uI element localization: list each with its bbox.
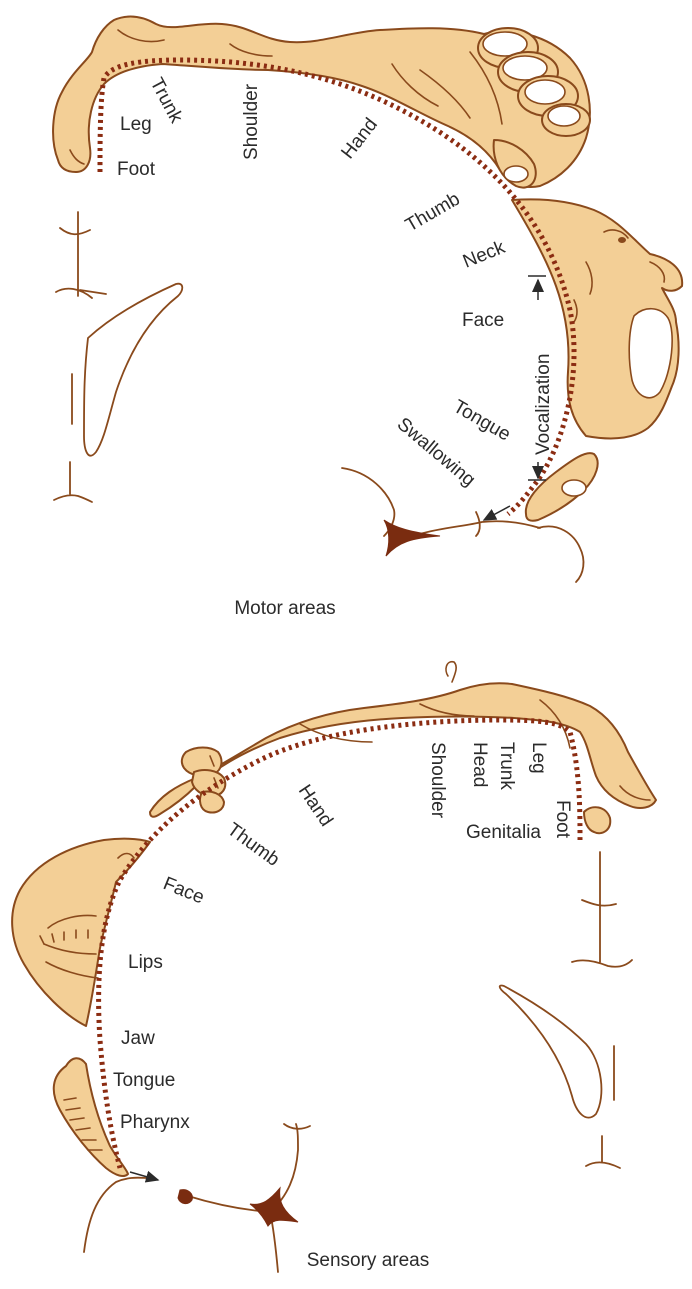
sensory-body-figure [150, 662, 656, 833]
sensory-label-thumb: Thumb [223, 819, 283, 871]
sensory-label-pharynx: Pharynx [120, 1112, 190, 1133]
motor-tongue-figure [526, 453, 598, 521]
motor-label-shoulder: Shoulder [241, 83, 262, 160]
motor-section: Trunk Leg Foot Shoulder Hand Thumb Neck … [53, 17, 682, 619]
sensory-label-trunk: Trunk [496, 742, 517, 790]
motor-label-foot: Foot [117, 159, 156, 180]
motor-label-vocalization: Vocalization [533, 354, 554, 455]
motor-brain-outline [54, 212, 583, 582]
sensory-label-jaw: Jaw [121, 1028, 155, 1049]
motor-label-tongue: Tongue [450, 396, 514, 445]
sensory-label-face: Face [160, 873, 207, 908]
sensory-label-head: Head [469, 742, 490, 787]
motor-label-leg: Leg [120, 114, 152, 135]
motor-label-swallowing: Swallowing [393, 414, 479, 491]
sensory-label-hand: Hand [294, 781, 337, 830]
sensory-label-leg: Leg [528, 742, 549, 774]
sensory-caption: Sensory areas [307, 1250, 430, 1271]
sensory-label-lips: Lips [128, 952, 163, 973]
sensory-section: Leg Trunk Head Shoulder Foot Genitalia H… [12, 662, 656, 1272]
motor-label-trunk: Trunk [146, 74, 187, 127]
motor-label-thumb: Thumb [402, 189, 464, 237]
sensory-label-tongue: Tongue [113, 1070, 175, 1091]
motor-label-face: Face [462, 310, 504, 331]
sensory-label-shoulder: Shoulder [427, 742, 448, 819]
sensory-label-foot: Foot [552, 800, 573, 839]
sensory-label-genitalia: Genitalia [466, 822, 541, 843]
sensory-brain-outline [84, 852, 632, 1272]
motor-caption: Motor areas [234, 598, 335, 619]
sensory-labels: Leg Trunk Head Shoulder Foot Genitalia H… [113, 742, 573, 1133]
motor-label-neck: Neck [460, 237, 508, 273]
motor-label-hand: Hand [337, 114, 382, 163]
